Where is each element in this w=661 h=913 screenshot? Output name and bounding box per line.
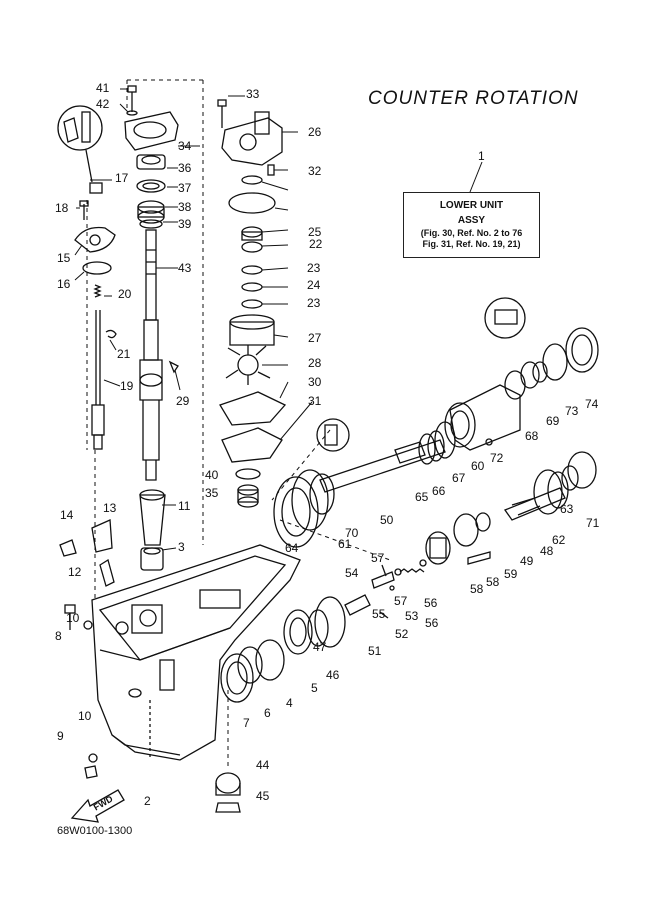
part-number-labels: 1234567891010111213141516171819202122232…	[55, 81, 600, 808]
part-number-label: 42	[96, 97, 110, 111]
part-number-label: 33	[246, 87, 260, 101]
part-number-label: 55	[372, 607, 386, 621]
part-number-label: 30	[308, 375, 322, 389]
part-number-label: 19	[120, 379, 134, 393]
part-number-label: 68	[525, 429, 539, 443]
part-number-label: 53	[405, 609, 419, 623]
part-number-label: 28	[308, 356, 322, 370]
part-number-label: 5	[311, 681, 318, 695]
part-number-label: 13	[103, 501, 117, 515]
footer-code: 68W0100-1300	[57, 825, 133, 837]
part-number-label: 1	[478, 149, 485, 163]
part-number-label: 7	[243, 716, 250, 730]
part-number-label: 43	[178, 261, 192, 275]
water-pump-assembly	[217, 99, 350, 508]
part-number-label: 32	[308, 164, 322, 178]
part-number-label: 17	[115, 171, 129, 185]
part-number-label: 11	[178, 499, 191, 513]
shift-rod-assembly	[57, 105, 179, 450]
part-number-label: 59	[504, 567, 518, 581]
part-number-label: 66	[432, 484, 446, 498]
part-number-label: 51	[368, 644, 382, 658]
part-number-label: 69	[546, 414, 560, 428]
part-number-label: 63	[560, 502, 574, 516]
part-number-label: 58	[470, 582, 484, 596]
note-line-1: LOWER UNIT	[439, 200, 504, 211]
propeller-shaft-assembly	[59, 297, 599, 813]
part-number-label: 23	[307, 296, 321, 310]
diagram-title: COUNTER ROTATION	[368, 88, 579, 109]
part-number-label: 60	[471, 459, 485, 473]
part-number-label: 38	[178, 200, 192, 214]
part-number-label: 34	[178, 139, 192, 153]
part-number-label: 46	[326, 668, 340, 682]
part-number-label: 58	[486, 575, 500, 589]
part-number-label: 6	[264, 706, 271, 720]
part-number-label: 74	[585, 397, 599, 411]
part-number-label: 35	[205, 486, 219, 500]
drive-shaft-column	[124, 85, 179, 571]
part-number-label: 10	[66, 611, 80, 625]
part-number-label: 14	[60, 508, 74, 522]
part-number-label: 36	[178, 161, 192, 175]
part-number-label: 31	[308, 394, 322, 408]
part-number-label: 3	[178, 540, 185, 554]
part-number-label: 26	[308, 125, 322, 139]
lower-unit-note-box: LOWER UNIT ASSY (Fig. 30, Ref. No. 2 to …	[403, 192, 540, 258]
part-number-label: 16	[57, 277, 71, 291]
part-number-label: 57	[394, 594, 408, 608]
part-number-label: 21	[117, 347, 131, 361]
part-number-label: 40	[205, 468, 219, 482]
fwd-arrow-icon: FWD	[70, 789, 125, 823]
part-number-label: 39	[178, 217, 192, 231]
note-line-3: (Fig. 30, Ref. No. 2 to 76	[420, 228, 523, 238]
part-number-label: 72	[490, 451, 504, 465]
part-number-label: 25	[308, 225, 322, 239]
part-number-label: 44	[256, 758, 270, 772]
leader-lines	[74, 88, 483, 551]
part-number-label: 2	[144, 794, 151, 808]
note-line-2: ASSY	[457, 215, 486, 226]
note-line-4: Fig. 31, Ref. No. 19, 21)	[422, 239, 521, 249]
part-number-label: 57	[371, 551, 385, 565]
part-number-label: 18	[55, 201, 69, 215]
part-number-label: 29	[176, 394, 190, 408]
part-number-label: 24	[307, 278, 321, 292]
part-number-label: 67	[452, 471, 466, 485]
part-number-label: 37	[178, 181, 192, 195]
part-number-label: 64	[285, 541, 299, 555]
part-number-label: 62	[552, 533, 566, 547]
part-number-label: 61	[338, 537, 352, 551]
part-number-label: 71	[586, 516, 600, 530]
part-number-label: 48	[540, 544, 554, 558]
part-number-label: 65	[415, 490, 429, 504]
part-number-label: 73	[565, 404, 579, 418]
part-number-label: 56	[424, 596, 438, 610]
assembly-lines	[86, 79, 391, 770]
part-number-label: 8	[55, 629, 62, 643]
part-number-label: 45	[256, 789, 270, 803]
part-number-label: 56	[425, 616, 439, 630]
part-number-label: 20	[118, 287, 132, 301]
part-number-label: 54	[345, 566, 359, 580]
part-number-label: 12	[68, 565, 82, 579]
part-number-label: 49	[520, 554, 534, 568]
part-number-label: 70	[345, 526, 359, 540]
part-number-label: 50	[380, 513, 394, 527]
part-number-label: 52	[395, 627, 409, 641]
part-number-label: 22	[309, 237, 323, 251]
part-number-label: 4	[286, 696, 293, 710]
part-number-label: 15	[57, 251, 71, 265]
part-number-label: 47	[313, 640, 327, 654]
part-number-label: 41	[96, 81, 110, 95]
lower-unit-housing	[91, 544, 301, 761]
part-number-label: 10	[78, 709, 92, 723]
part-number-label: 9	[57, 729, 64, 743]
part-number-label: 27	[308, 331, 322, 345]
part-number-label: 23	[307, 261, 321, 275]
